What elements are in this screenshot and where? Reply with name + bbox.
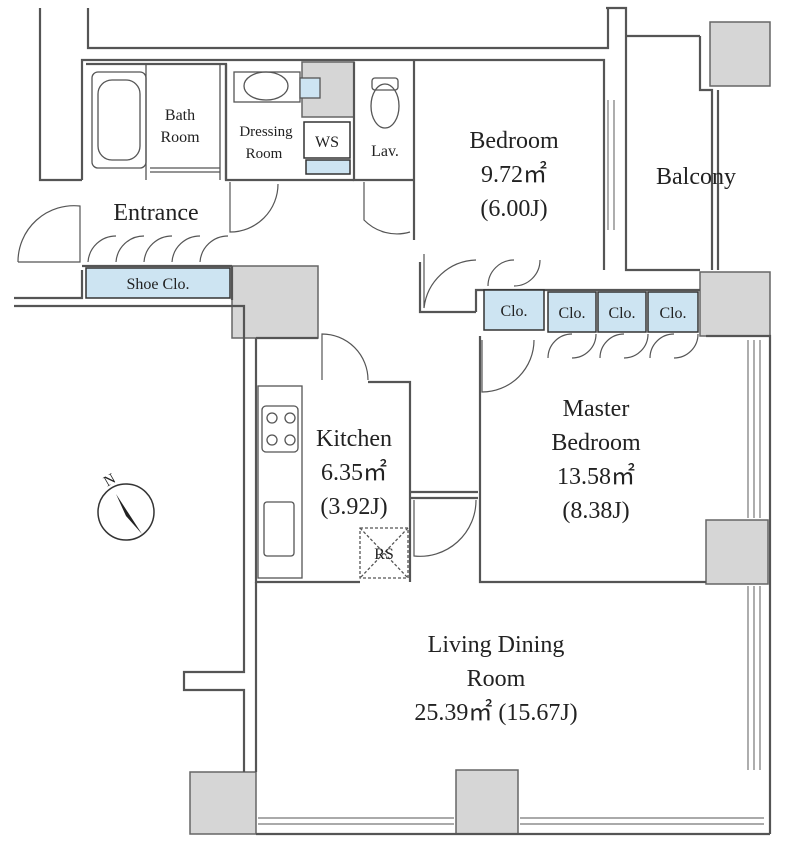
closet-bedroom-label: Clo. [500, 303, 527, 320]
closet-master-1 [547, 291, 597, 333]
door-bedroom [423, 254, 477, 309]
lav-label: Lav. [371, 143, 399, 160]
bath-room-label-2: Room [160, 129, 200, 146]
bath-shower-line [150, 167, 220, 173]
bedroom-area: 9.72㎡ [481, 161, 547, 188]
master-bedroom-label-1: Master [563, 396, 630, 422]
refrigerator-cross [359, 527, 409, 579]
structural-pillars [189, 21, 771, 835]
kitchen-sink [263, 501, 295, 557]
closet-bedroom [483, 289, 545, 331]
door-master-closets [547, 333, 699, 359]
rs-label: RS [374, 546, 394, 563]
pillar-bottom-mid [455, 769, 519, 835]
pillar-mid-right [705, 519, 769, 585]
door-kitchen [321, 333, 369, 381]
closets [85, 121, 699, 333]
entrance-label: Entrance [113, 200, 198, 226]
kitchen-tatami: (3.92J) [320, 494, 387, 520]
bathtub-inner [97, 79, 141, 161]
ws-label: WS [315, 134, 339, 151]
master-bedroom-label-2: Bedroom [551, 430, 641, 456]
balcony-label: Balcony [656, 164, 736, 190]
kitchen-counter [257, 385, 303, 579]
refrigerator-space [359, 527, 409, 579]
door-swings [17, 182, 699, 557]
walls [14, 6, 772, 836]
living-dining-label-1: Living Dining [428, 632, 565, 658]
pillar-top-right [709, 21, 771, 87]
ws-washing-space [303, 121, 351, 159]
closet-master-1-label: Clo. [558, 305, 585, 322]
bedroom-tatami: (6.00J) [480, 196, 547, 222]
fixtures [91, 64, 409, 579]
toilet-bowl [370, 83, 400, 129]
room-labels: Bath Room Dressing Room WS Lav. Bedroom … [113, 107, 736, 726]
living-dining-area: 25.39㎡ (15.67J) [414, 699, 577, 726]
pillar-bottom-left [189, 771, 257, 835]
bedroom-label: Bedroom [469, 128, 559, 154]
closet-master-2 [597, 291, 647, 333]
door-bedroom-closet [487, 259, 541, 287]
ws-pan [305, 159, 351, 175]
shoe-closet [85, 267, 231, 299]
compass-ring [97, 483, 155, 541]
door-master [481, 339, 535, 393]
bath-room-label-1: Bath [165, 107, 195, 124]
washbasin [243, 71, 289, 101]
pillar-right-balcony [699, 271, 771, 337]
burner-1 [266, 412, 278, 424]
master-bedroom-tatami: (8.38J) [562, 498, 629, 524]
kitchen-area: 6.35㎡ [321, 459, 387, 486]
compass-north-label: N [101, 471, 119, 490]
burner-2 [284, 412, 296, 424]
door-entrance [17, 205, 81, 263]
kitchen-label: Kitchen [316, 426, 392, 452]
windows [258, 100, 764, 825]
door-living [413, 499, 477, 557]
closet-master-3 [647, 291, 699, 333]
compass: N [97, 471, 155, 541]
door-hall-bath [229, 182, 279, 233]
master-bedroom-area: 13.58㎡ [557, 463, 635, 490]
bath-divider [145, 64, 221, 180]
compass-needle [116, 494, 142, 534]
closet-master-3-label: Clo. [659, 305, 686, 322]
cooktop [261, 405, 299, 453]
living-dining-label-2: Room [467, 666, 526, 692]
dressing-room-label-2: Room [246, 146, 283, 162]
vanity-mirror [299, 77, 321, 99]
door-shoe-closet [87, 235, 229, 263]
burner-3 [266, 434, 278, 446]
shoe-closet-label: Shoe Clo. [126, 276, 189, 293]
door-lav [363, 182, 411, 235]
dressing-room-label-1: Dressing [239, 124, 293, 140]
closet-master-2-label: Clo. [608, 305, 635, 322]
burner-4 [284, 434, 296, 446]
toilet-tank [371, 77, 399, 91]
